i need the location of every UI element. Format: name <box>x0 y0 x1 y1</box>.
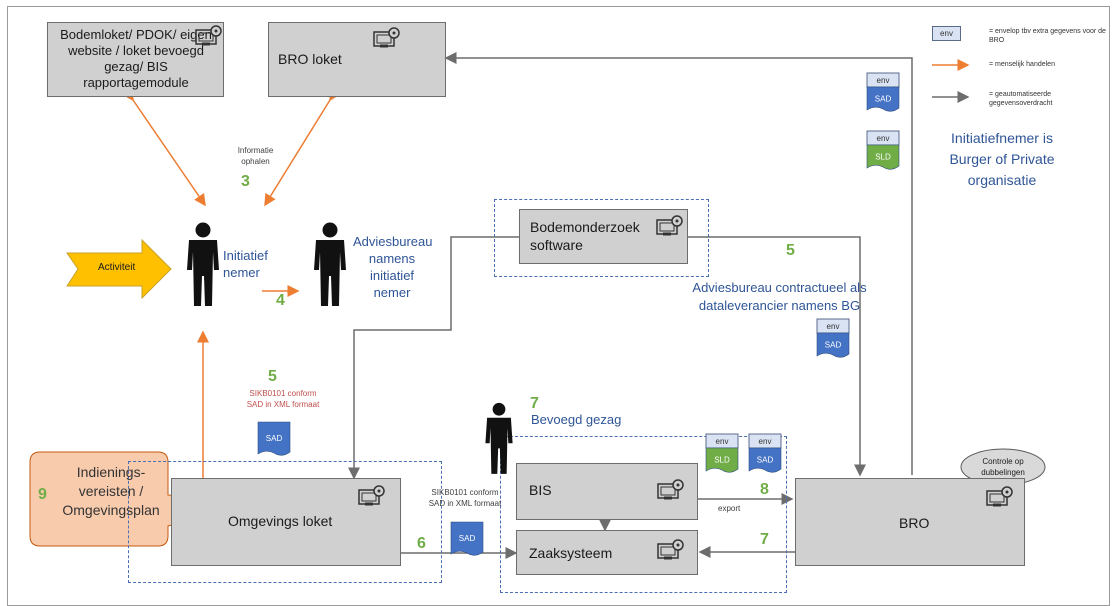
omgevings-loket-label: Omgevings loket <box>228 513 333 529</box>
bodemloket-box[interactable]: Bodemloket/ PDOK/ eigen website / loket … <box>47 22 224 97</box>
bevoegd-gezag-label: Bevoegd gezag <box>531 412 622 427</box>
svg-text:env: env <box>716 437 729 446</box>
legend-env-box: env <box>932 26 961 41</box>
computer-gear-icon <box>657 479 684 500</box>
step-number: 5 <box>786 242 795 259</box>
arrow-broloket-initiatief <box>264 87 341 207</box>
step-number: 8 <box>760 481 769 498</box>
bro-loket-box[interactable]: BRO loket <box>268 22 446 97</box>
computer-gear-icon <box>358 485 385 506</box>
adviesbureau-label: Adviesbureau namens initiatief nemer <box>353 234 433 300</box>
person-icon <box>314 222 346 306</box>
svg-text:SLD: SLD <box>714 456 730 465</box>
computer-gear-icon <box>657 539 684 560</box>
zaaksysteem-box[interactable]: Zaaksysteem <box>516 530 698 575</box>
step-number: 6 <box>417 535 426 552</box>
person-icon <box>485 402 513 474</box>
omgevingsloket-group <box>128 461 442 583</box>
svg-text:SAD: SAD <box>459 534 476 543</box>
arrow-bro-broloket <box>444 52 913 475</box>
bis-label: BIS <box>529 482 552 498</box>
bevoegd-gezag-group <box>500 436 787 593</box>
legend-title: Initiatiefnemer is Burger of Private org… <box>949 130 1055 188</box>
arrow-adviesbureau-omgevingsloket <box>348 236 519 480</box>
activiteit-label: Activiteit <box>98 262 136 273</box>
bro-loket-label: BRO loket <box>278 51 342 67</box>
arrow-bodemloket-initiatief <box>122 87 206 207</box>
arrow-bodemonderzoek-bro <box>688 236 866 477</box>
sad-document-icon: SAD <box>450 521 484 556</box>
bodemonderzoek-box[interactable]: Bodemonderzoek software <box>519 209 688 264</box>
svg-text:SAD: SAD <box>875 95 892 104</box>
callout-number: 9 <box>38 486 47 503</box>
computer-gear-icon <box>656 215 683 236</box>
bis-box[interactable]: BIS <box>516 463 698 520</box>
svg-text:env: env <box>827 322 840 331</box>
bro-label: BRO <box>899 515 930 531</box>
legend-env-label: env <box>940 29 953 38</box>
informatie-ophalen-label: Informatie ophalen <box>237 146 274 166</box>
legend-grey-text: = geautomatiseerde gegevensoverdracht <box>989 91 1053 107</box>
person-icon <box>187 222 219 306</box>
adviesbureau-contract-label: Adviesbureau contractueel als datalevera… <box>692 280 867 313</box>
zaaksysteem-label: Zaaksysteem <box>529 545 613 561</box>
sikb-left-label: SIKB0101 conform SAD in XML formaat <box>246 389 320 409</box>
step-number: 7 <box>530 395 539 412</box>
legend-orange-text: = menselijk handelen <box>989 61 1055 68</box>
activiteit-arrow <box>66 238 172 300</box>
step-number: 7 <box>760 531 769 548</box>
initiatiefnemer-label: Initiatief nemer <box>223 248 268 280</box>
controle-label: Controle op dubbelingen <box>981 457 1025 477</box>
computer-gear-icon <box>195 25 222 46</box>
computer-gear-icon <box>373 27 400 48</box>
svg-text:SAD: SAD <box>825 341 842 350</box>
sikb-mid-label: SIKB0101 conform SAD in XML formaat <box>428 488 502 508</box>
computer-gear-icon <box>986 486 1013 507</box>
callout-shape <box>29 451 269 547</box>
svg-text:env: env <box>877 76 890 85</box>
sad-document-icon: SAD <box>257 421 291 456</box>
legend-env-text: = envelop tbv extra gegevens voor de BRO <box>989 28 1106 44</box>
bodemonderzoek-label: Bodemonderzoek software <box>530 219 640 253</box>
svg-text:SAD: SAD <box>266 434 283 443</box>
bodemloket-label: Bodemloket/ PDOK/ eigen website / loket … <box>60 27 212 90</box>
step-number: 3 <box>241 173 250 190</box>
step-number: 4 <box>276 292 285 309</box>
svg-text:SAD: SAD <box>757 456 774 465</box>
svg-text:SLD: SLD <box>875 153 891 162</box>
svg-text:env: env <box>877 134 890 143</box>
export-label: export <box>718 504 741 513</box>
bodemonderzoek-group <box>494 199 709 277</box>
step-number: 5 <box>268 368 277 385</box>
callout-label: Indienings-vereisten / Omgevingsplan <box>62 464 160 518</box>
svg-text:env: env <box>759 437 772 446</box>
